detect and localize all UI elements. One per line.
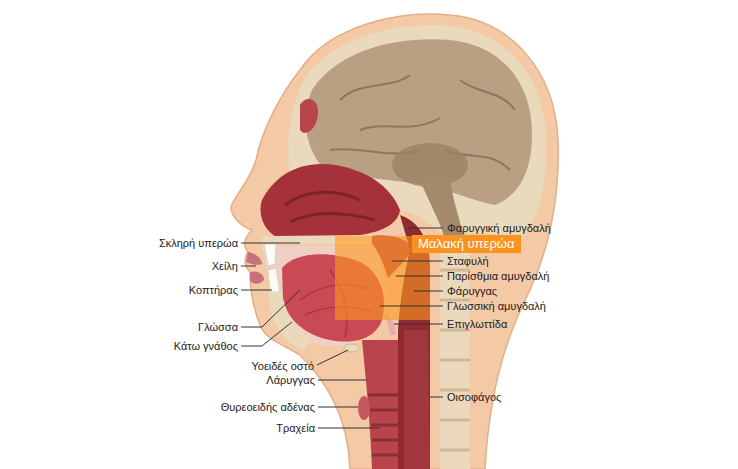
nasal-cavity [261, 164, 400, 236]
part-label: Παρίσθμια αμυγδαλή [447, 269, 549, 283]
lower-incisor [268, 268, 280, 292]
part-label: Τραχεία [276, 421, 315, 435]
part-label: Γλώσσα [198, 320, 238, 334]
part-label: Κοπτήρας [189, 283, 238, 297]
part-label: Κάτω γνάθος [174, 339, 238, 353]
part-label: Σταφυλή [447, 254, 489, 268]
frontal-sinus [300, 99, 318, 133]
part-label: Θυρεοειδής αδένας [221, 400, 315, 414]
part-label: Υοειδές οστό [251, 359, 314, 373]
highlight-label-box: Μαλακή υπερώα [412, 235, 521, 253]
upper-lip [246, 252, 262, 265]
nasal-turbinates [285, 192, 375, 222]
part-label: Επιγλωττίδα [447, 317, 507, 331]
part-label: Φαρυγγική αμυγδαλή [447, 221, 551, 235]
lower-lip [250, 271, 264, 283]
leader-lines [241, 228, 443, 428]
part-label: Λάρυγγας [266, 373, 315, 387]
upper-incisor [264, 244, 276, 266]
esophagus [404, 330, 430, 469]
head-skin [231, 14, 558, 469]
part-label: Φάρυγγας [447, 284, 497, 298]
trachea-rings [368, 395, 398, 455]
thyroid [358, 396, 370, 420]
part-label: Οισοφάγος [447, 390, 501, 404]
part-label: Σκληρή υπερώα [159, 236, 238, 250]
part-label: Γλωσσική αμυγδαλή [447, 299, 546, 313]
highlight-label: Μαλακή υπερώα [418, 236, 515, 252]
part-label: Χείλη [212, 259, 238, 273]
